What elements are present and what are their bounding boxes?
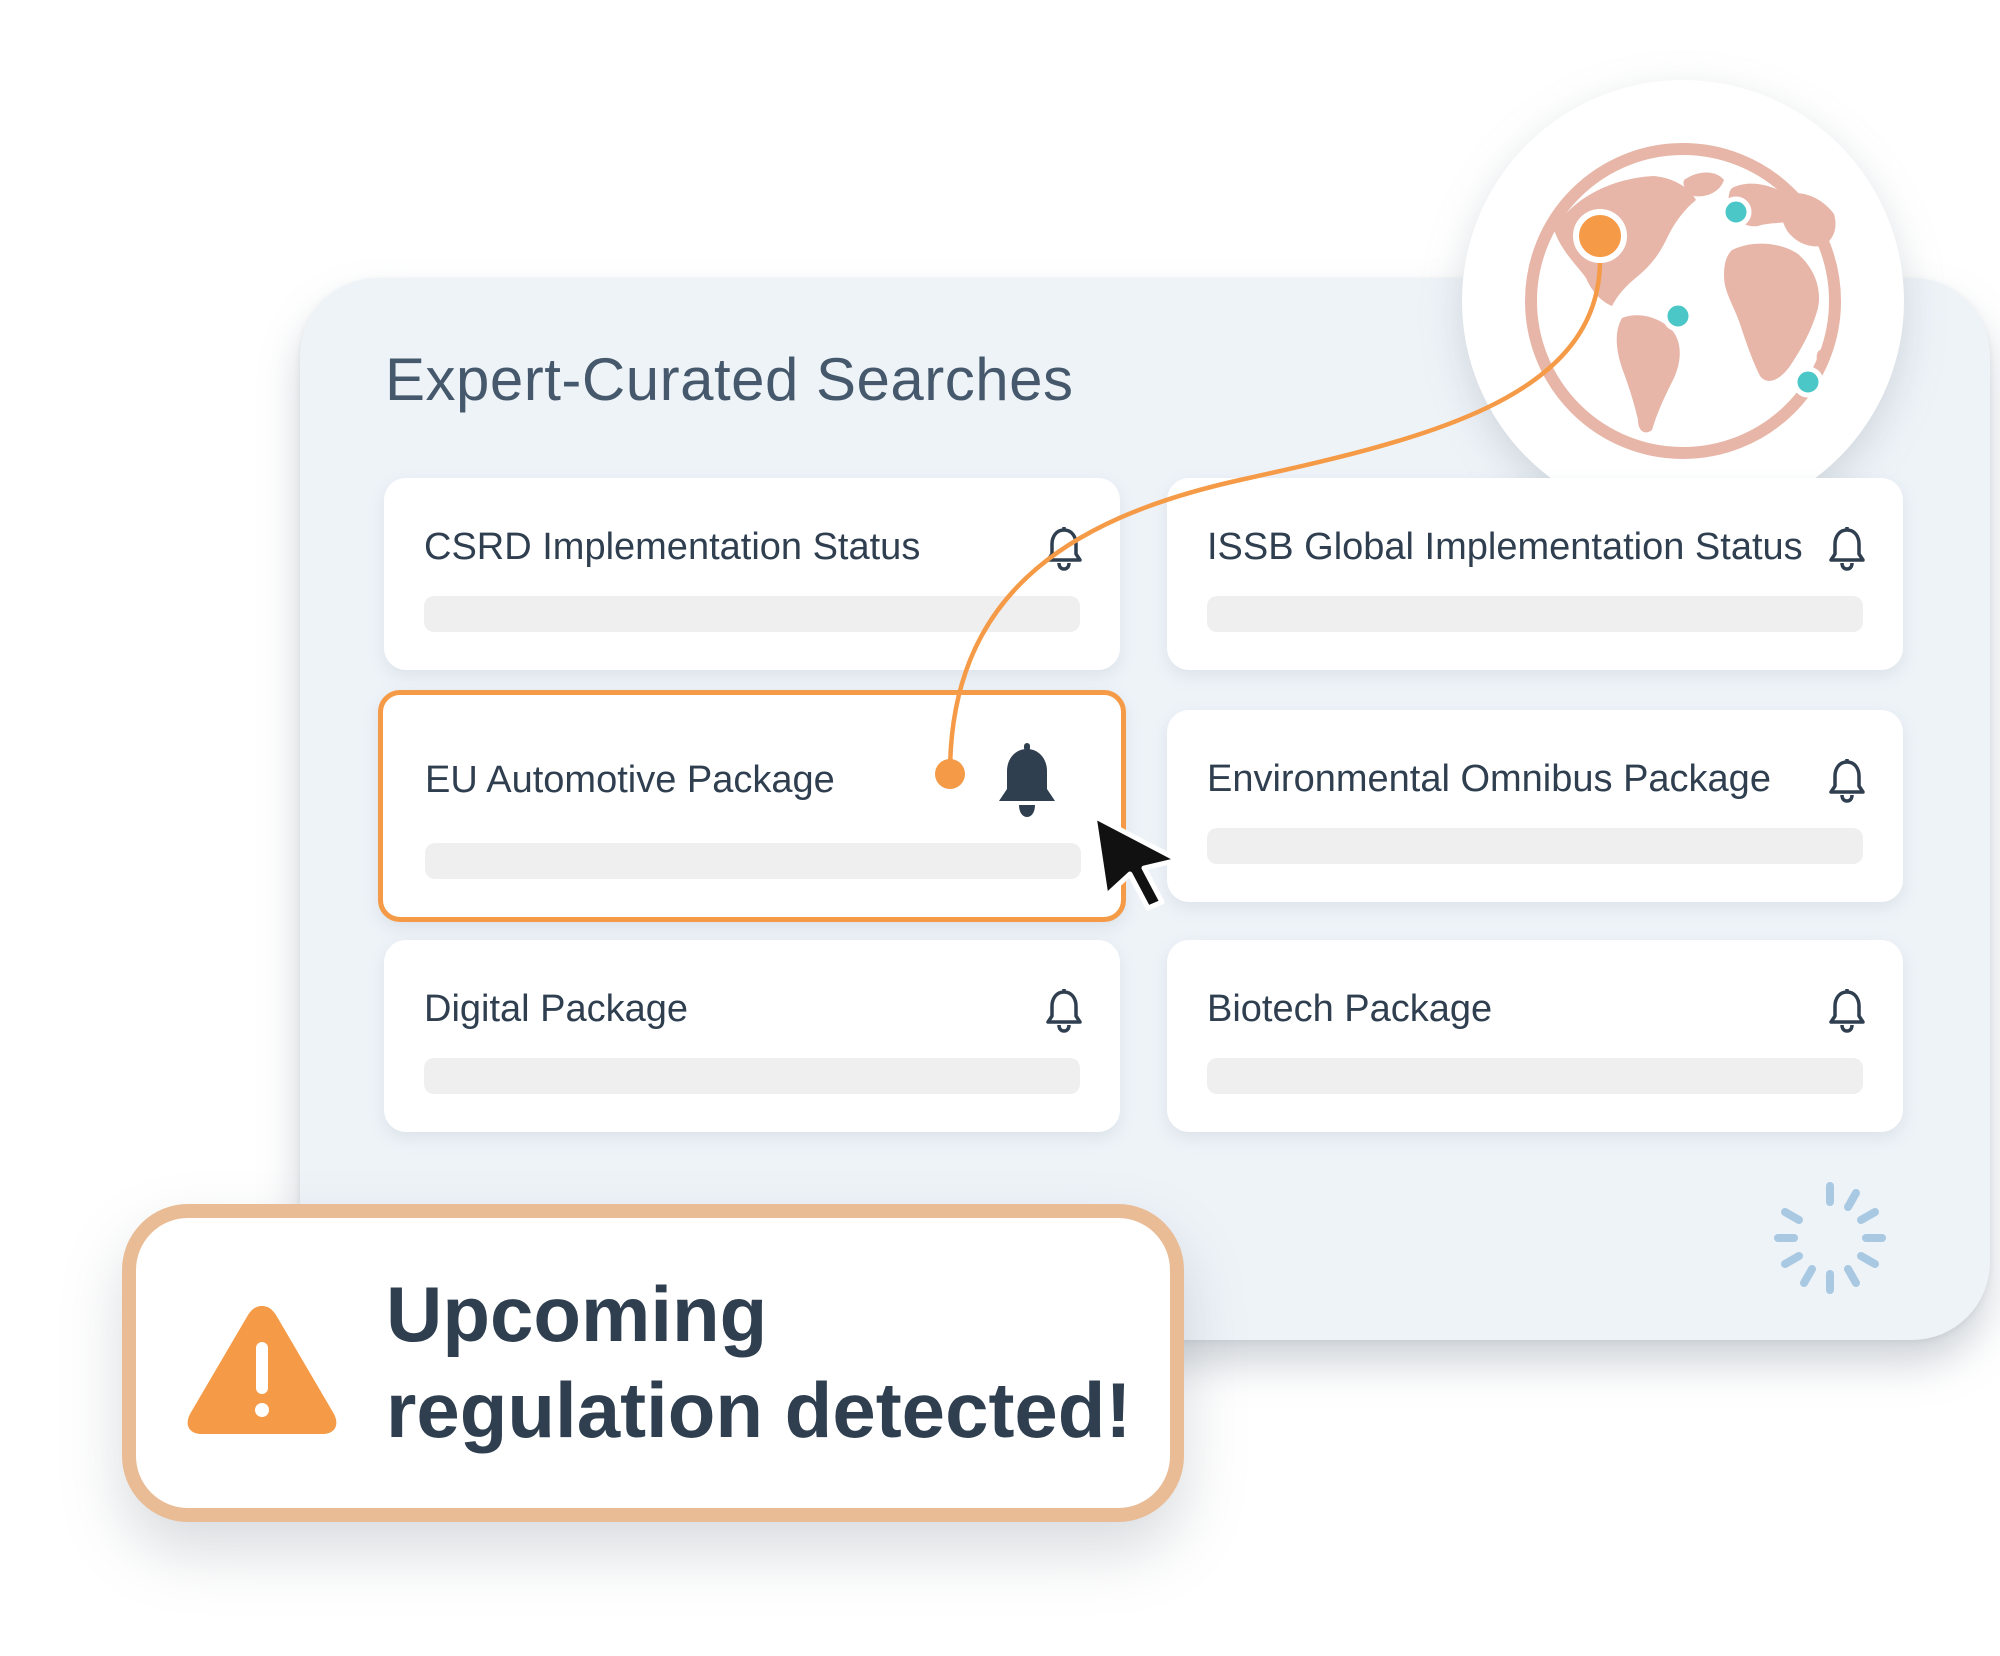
card-progress-bar	[424, 1058, 1080, 1094]
bell-icon[interactable]	[1827, 988, 1867, 1034]
search-card-title: CSRD Implementation Status	[424, 526, 921, 568]
card-progress-bar	[424, 596, 1080, 632]
search-card[interactable]: ISSB Global Implementation Status	[1167, 478, 1903, 670]
alert-toast: Upcoming regulation detected!	[122, 1204, 1184, 1522]
card-progress-bar	[1207, 828, 1863, 864]
search-card-title: ISSB Global Implementation Status	[1207, 526, 1803, 568]
search-card-title: Digital Package	[424, 988, 689, 1030]
bell-icon[interactable]	[1827, 758, 1867, 804]
card-progress-bar	[1207, 1058, 1863, 1094]
cursor-arrow-icon	[1091, 813, 1181, 911]
search-card-selected[interactable]: EU Automotive Package	[378, 690, 1126, 922]
alert-message: Upcoming regulation detected!	[386, 1270, 1132, 1454]
warning-triangle-icon	[187, 1306, 337, 1434]
search-card[interactable]: CSRD Implementation Status	[384, 478, 1120, 670]
search-card[interactable]: Digital Package	[384, 940, 1120, 1132]
search-card[interactable]: Environmental Omnibus Package	[1167, 710, 1903, 902]
loading-spinner-icon	[1774, 1182, 1886, 1294]
bell-icon[interactable]	[1827, 526, 1867, 572]
card-progress-bar	[425, 843, 1081, 879]
card-progress-bar	[1207, 596, 1863, 632]
bell-icon[interactable]	[1044, 988, 1084, 1034]
search-card[interactable]: Biotech Package	[1167, 940, 1903, 1132]
search-card-title: Biotech Package	[1207, 988, 1493, 1030]
bell-icon[interactable]	[1044, 526, 1084, 572]
search-card-title: Environmental Omnibus Package	[1207, 758, 1771, 800]
bell-icon[interactable]	[995, 743, 1059, 819]
search-card-title: EU Automotive Package	[425, 759, 835, 801]
panel-title: Expert-Curated Searches	[385, 346, 1074, 413]
globe-icon	[1525, 143, 1841, 459]
globe-badge	[1462, 80, 1904, 522]
